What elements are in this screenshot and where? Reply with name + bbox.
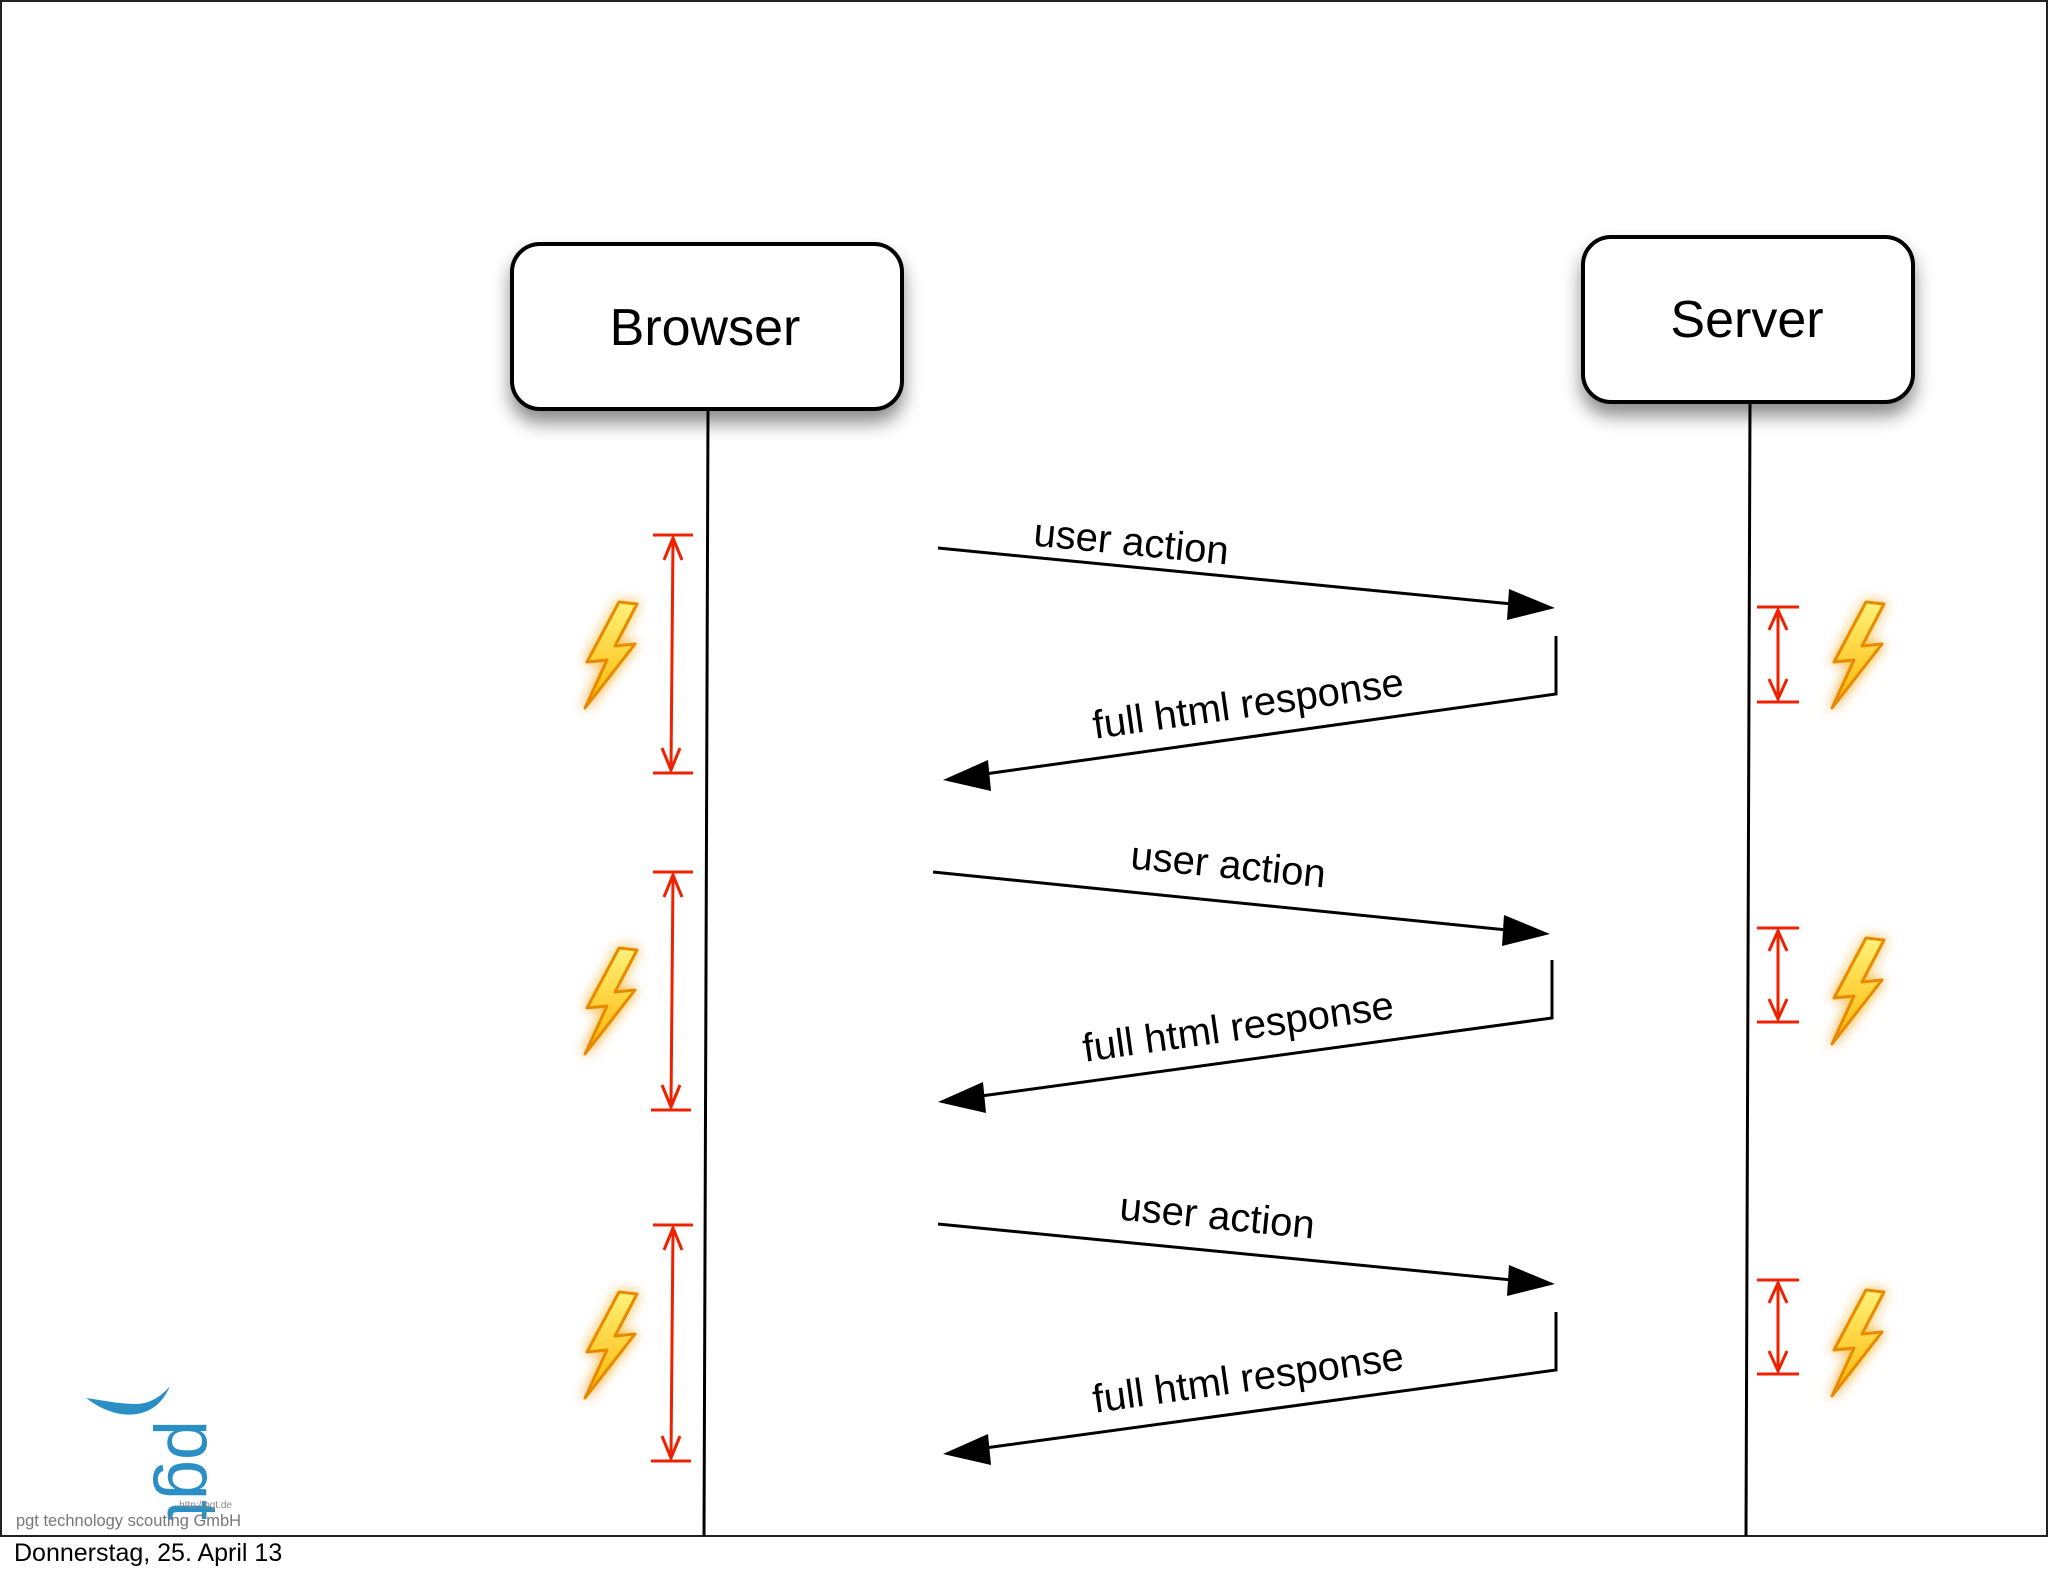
whale-tail-icon xyxy=(86,1386,170,1415)
browser-label: Browser xyxy=(610,299,801,357)
message-full-html-response-2: full html response xyxy=(938,960,1554,1113)
logo-company: pgt technology scouting GmbH xyxy=(16,1511,241,1530)
message-label: full html response xyxy=(1090,1335,1407,1422)
browser-lifeline xyxy=(702,409,710,1537)
server-duration-3 xyxy=(1757,1278,1799,1376)
browser-duration-1 xyxy=(653,533,693,775)
message-label: user action xyxy=(1129,834,1328,897)
message-label: user action xyxy=(1032,511,1231,574)
server-lifeline-header: Server xyxy=(1581,235,1915,404)
message-user-action-3: user action xyxy=(937,1185,1555,1296)
lightning-bolt-icon xyxy=(1830,600,1886,710)
server-lifeline xyxy=(1744,401,1752,1537)
message-full-html-response-1: full html response xyxy=(943,636,1558,791)
message-user-action-2: user action xyxy=(932,834,1550,946)
lightning-bolt-icon xyxy=(1830,936,1886,1046)
message-label: user action xyxy=(1118,1185,1317,1248)
lightning-bolt-icon xyxy=(583,1290,639,1400)
server-duration-2 xyxy=(1757,926,1799,1024)
browser-duration-2 xyxy=(651,870,693,1112)
lightning-bolt-icon xyxy=(1830,1288,1886,1398)
logo-url: http://pgt.de xyxy=(179,1500,232,1511)
message-full-html-response-3: full html response xyxy=(943,1312,1558,1465)
lightning-bolt-icon xyxy=(583,946,639,1056)
browser-duration-3 xyxy=(651,1223,693,1463)
message-label: full html response xyxy=(1080,984,1397,1071)
server-label: Server xyxy=(1670,291,1823,349)
footer-date: Donnerstag, 25. April 13 xyxy=(14,1539,283,1567)
pgt-logo: pgt http://pgt.de pgt technology scoutin… xyxy=(16,1386,241,1530)
logo-mark: pgt xyxy=(152,1420,232,1520)
server-duration-1 xyxy=(1757,605,1799,704)
message-user-action-1: user action xyxy=(937,511,1555,620)
browser-lifeline-header: Browser xyxy=(510,242,904,411)
slide-border xyxy=(0,0,2048,1537)
message-label: full html response xyxy=(1090,661,1407,748)
lightning-bolt-icon xyxy=(583,600,639,710)
